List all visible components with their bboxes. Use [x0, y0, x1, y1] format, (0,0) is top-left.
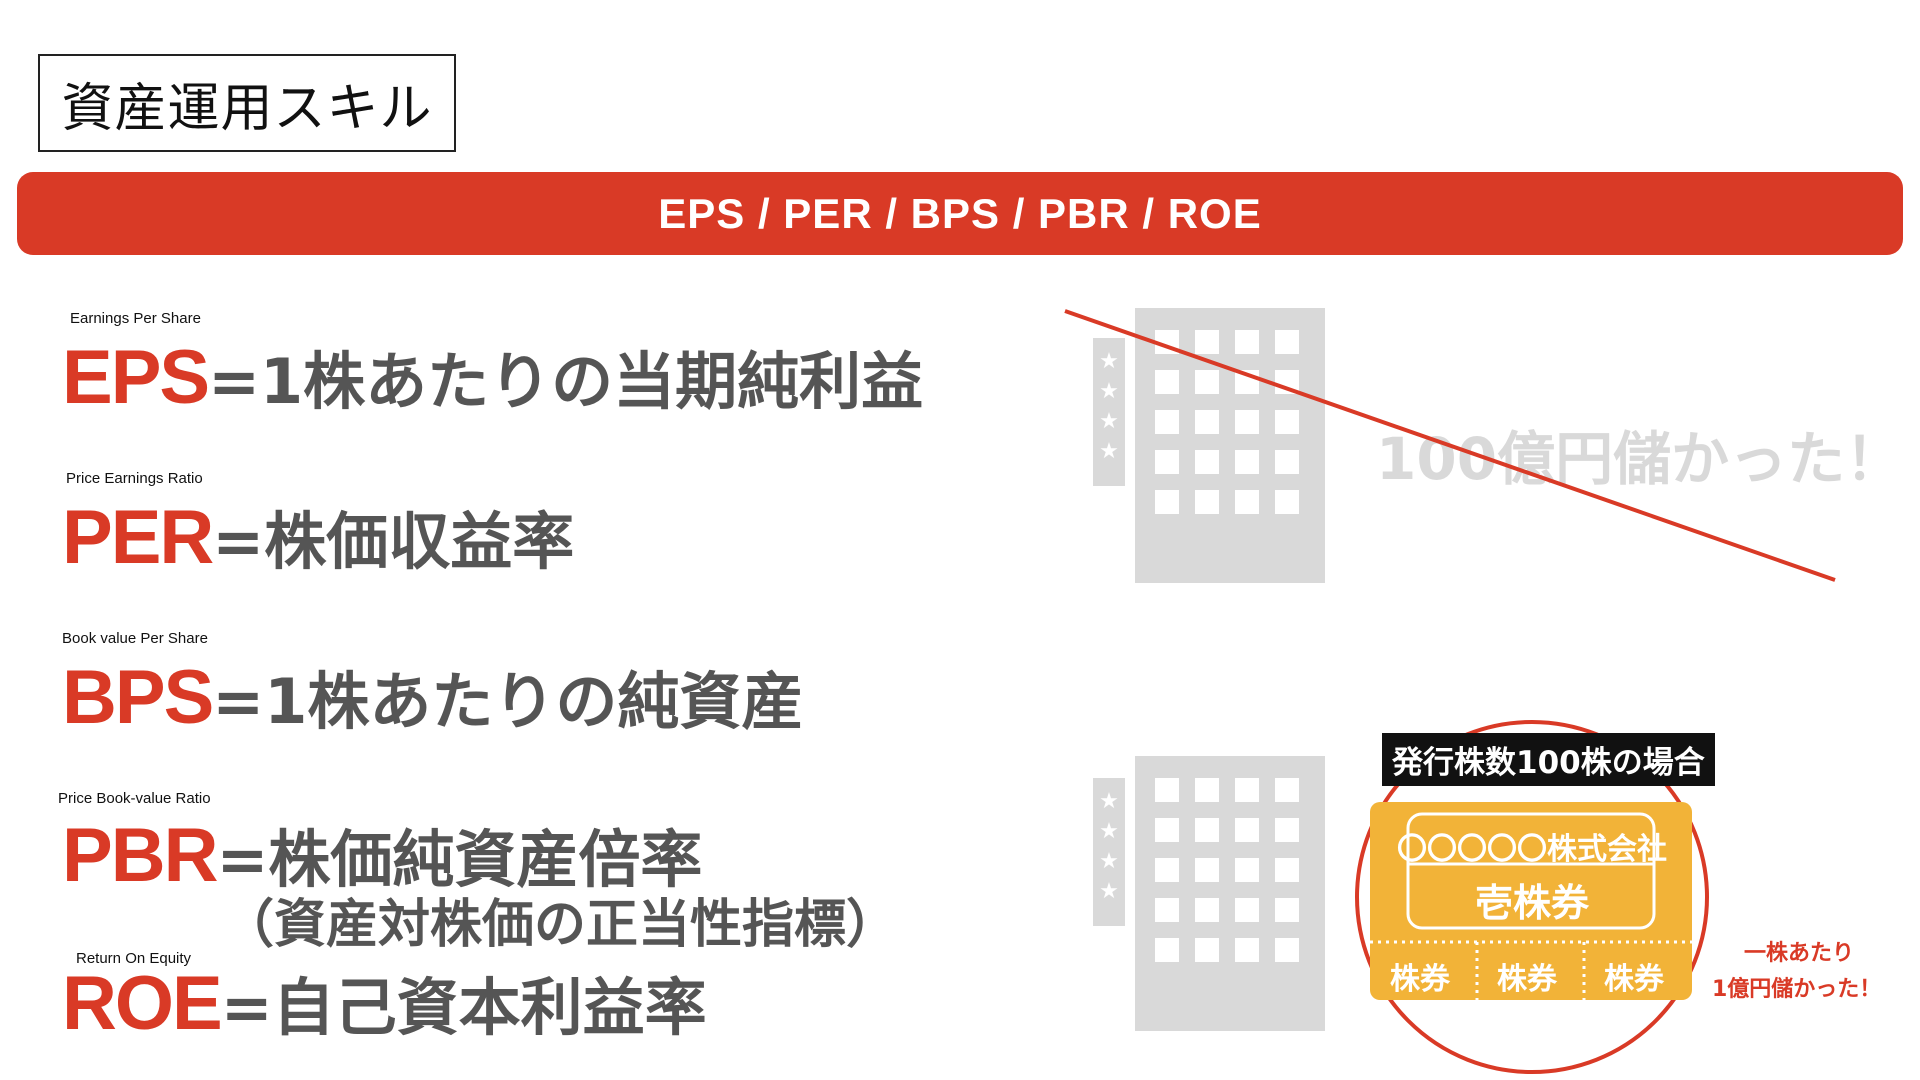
definition-abbr: PBR [62, 813, 218, 898]
slide-title: 資産運用スキル [38, 54, 456, 152]
stock-certificate-icon [1370, 802, 1692, 1000]
definition-text: =自己資本利益率 [220, 971, 707, 1044]
per-share-note-line1: 一株あたり [1744, 941, 1855, 966]
svg-text:★: ★ [1099, 439, 1119, 464]
definition-text: =1株あたりの純資産 [212, 665, 804, 738]
share-circle [1355, 720, 1709, 1074]
certificate-coupon: 株券 [1497, 962, 1557, 997]
svg-text:★: ★ [1099, 789, 1119, 814]
certificate-coupon: 株券 [1604, 962, 1664, 997]
definition-english: Price Book-value Ratio [58, 790, 211, 807]
definition-english: Return On Equity [76, 950, 192, 967]
definition-text: =株価収益率 [212, 505, 575, 578]
definition-text: =1株あたりの当期純利益 [208, 345, 924, 418]
definition-abbr: BPS [62, 655, 214, 740]
definition-abbr: PER [62, 495, 214, 580]
definition-abbr: EPS [62, 335, 210, 420]
certificate-title: 壱株券 [1474, 881, 1589, 925]
svg-text:★: ★ [1099, 849, 1119, 874]
definition-english: Price Earnings Ratio [66, 470, 203, 487]
building-icon: ★ ★ ★ ★ [1093, 308, 1325, 583]
per-share-note-line2: 1億円儲かった！ [1712, 977, 1882, 1002]
svg-text:★: ★ [1099, 879, 1119, 904]
definition-text: =株価純資産倍率 [216, 823, 703, 896]
topic-banner: EPS / PER / BPS / PBR / ROE [17, 172, 1903, 255]
svg-text:★: ★ [1099, 349, 1119, 374]
svg-text:★: ★ [1099, 819, 1119, 844]
issue-count-label: 発行株数100株の場合 [1382, 733, 1715, 786]
definition-abbr: ROE [62, 961, 223, 1046]
certificate-company: 〇〇〇〇〇株式会社 [1397, 832, 1667, 867]
definition-note: （資産対株価の正当性指標） [222, 895, 899, 955]
building-icon: ★ ★ ★ ★ [1093, 756, 1325, 1031]
profit-text: 100億円儲かった！ [1376, 425, 1904, 493]
definition-english: Earnings Per Share [70, 310, 201, 327]
svg-text:★: ★ [1099, 409, 1119, 434]
certificate-coupon: 株券 [1390, 962, 1450, 997]
definition-english: Book value Per Share [62, 630, 208, 647]
svg-text:★: ★ [1099, 379, 1119, 404]
